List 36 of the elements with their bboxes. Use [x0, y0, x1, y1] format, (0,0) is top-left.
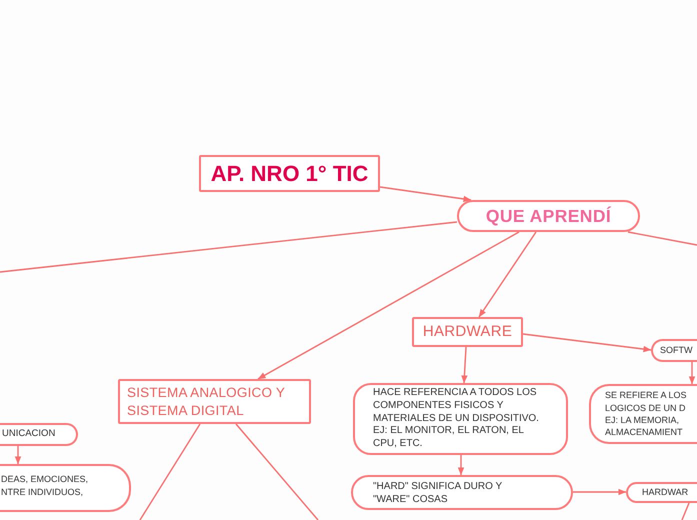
- arrow: [458, 455, 464, 476]
- note-box: [351, 475, 573, 510]
- arrow: [258, 231, 520, 380]
- note-box: [589, 384, 697, 444]
- note-text: HACE REFERENCIA A TODOS LOS COMPONENTES FISICOS Y MATERIALES DE UN DISPOSITIVO. EJ: EL MONITOR, EL RATON, EL CPU, ETC.: [373, 387, 540, 451]
- connector-line: [139, 424, 201, 520]
- connector-line: [235, 424, 319, 520]
- title-text: AP. NRO 1° TIC: [210, 160, 368, 186]
- note-box: [0, 464, 131, 512]
- note-text: DEAS, EMOCIONES, NTRE INDIVIDUOS,: [1, 473, 90, 499]
- subtopic-text: SOFTW: [660, 345, 692, 356]
- subtopic-text: UNICACION: [2, 429, 56, 440]
- arrow: [573, 488, 626, 496]
- subtopic-box: [0, 423, 78, 446]
- subtopic-text: HARDWAR: [642, 487, 688, 498]
- arrow: [380, 186, 472, 202]
- subtopic-box: [651, 339, 697, 362]
- topic-box: [412, 317, 523, 347]
- arrow: [688, 362, 696, 384]
- connector-line: [681, 502, 690, 520]
- connector-line: [0, 221, 458, 273]
- note-text: SE REFIERE A LOS LOGICOS DE UN D EJ: LA MEMORIA, ALMACENAMIENT: [605, 389, 688, 439]
- arrow: [461, 346, 468, 384]
- central-topic-box: [457, 200, 640, 232]
- arrow: [478, 232, 537, 318]
- note-text: "HARD" SIGNIFICA DURO Y "WARE" COSAS: [373, 480, 503, 506]
- topic-text: QUE APRENDÍ: [486, 206, 612, 226]
- topic-text: HARDWARE: [422, 323, 512, 341]
- title-box: [199, 155, 380, 192]
- connector-line: [628, 231, 697, 246]
- note-box: [353, 383, 568, 455]
- subtopic-box: [626, 482, 697, 503]
- arrow: [522, 333, 652, 352]
- topic-box: [118, 379, 311, 424]
- topic-text: SISTEMA ANALOGICO Y SISTEMA DIGITAL: [127, 384, 286, 420]
- arrow: [14, 446, 22, 464]
